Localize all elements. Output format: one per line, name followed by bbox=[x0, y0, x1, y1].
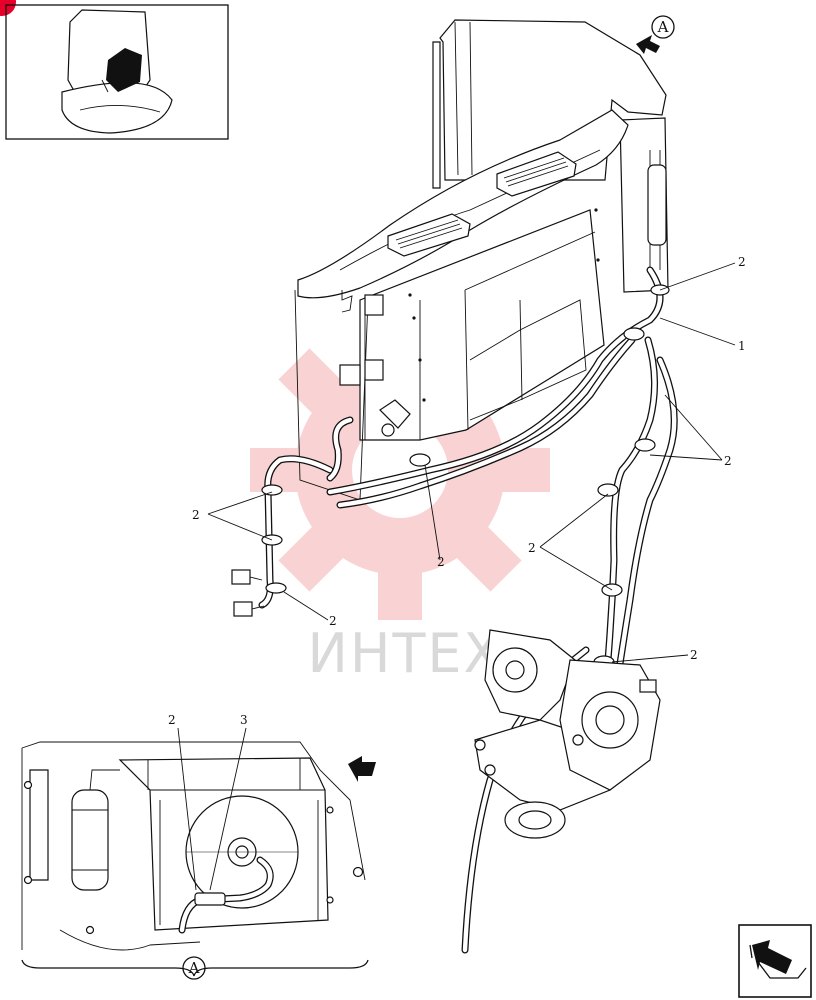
callout-labels: 2 1 2 2 2 2 2 2 bbox=[192, 255, 746, 662]
callout-2: 2 bbox=[168, 713, 176, 727]
electrical-connectors bbox=[231, 569, 265, 617]
callout-3: 3 bbox=[240, 713, 248, 727]
tractor-locator-icon bbox=[61, 9, 173, 134]
air-vent-left bbox=[387, 213, 471, 257]
view-a-label: A bbox=[651, 15, 675, 39]
ac-hoses bbox=[258, 266, 678, 954]
callout-2: 2 bbox=[690, 648, 698, 662]
watermark-text: ИНТЕХ bbox=[307, 622, 502, 685]
red-corner-badge bbox=[0, 0, 16, 16]
callout-2: 2 bbox=[329, 614, 337, 628]
detail-view-label: A bbox=[188, 959, 200, 977]
detail-view-a: A 2 3 bbox=[21, 713, 369, 980]
callout-2: 2 bbox=[528, 541, 536, 555]
hvac-assembly bbox=[294, 19, 669, 501]
callout-2: 2 bbox=[738, 255, 746, 269]
receiver-drier bbox=[71, 769, 120, 891]
callout-leaders bbox=[207, 262, 736, 663]
view-direction-arrow-icon bbox=[636, 35, 660, 54]
locator-thumbnail bbox=[5, 4, 229, 140]
callout-1: 1 bbox=[738, 339, 746, 353]
return-arrow-icon[interactable] bbox=[738, 924, 812, 998]
detail-direction-arrow-icon bbox=[348, 756, 376, 782]
air-vent-right bbox=[496, 151, 577, 197]
svg-text:A: A bbox=[657, 18, 669, 36]
callout-2: 2 bbox=[192, 508, 200, 522]
callout-2: 2 bbox=[724, 454, 732, 468]
callout-2: 2 bbox=[437, 555, 445, 569]
compressor-assembly bbox=[474, 629, 661, 839]
